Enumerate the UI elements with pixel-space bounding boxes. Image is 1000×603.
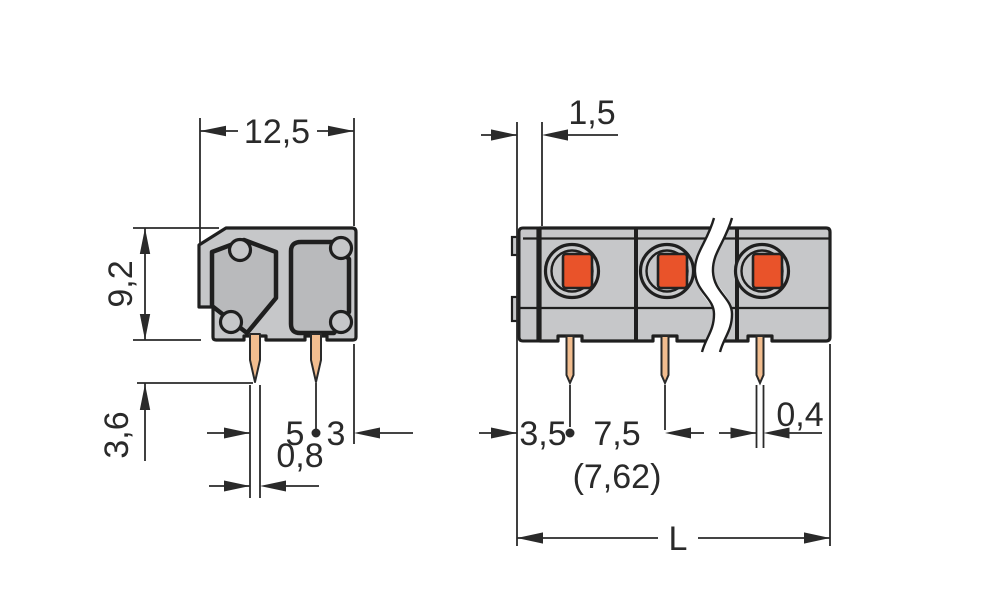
dim-body-height-label: 9,2 [102, 260, 140, 307]
dim-body-height: 9,2 [102, 227, 219, 341]
front-pin-2 [660, 335, 670, 386]
front-pin-3 [755, 335, 765, 386]
pushbutton-1 [561, 252, 594, 290]
side-hole-top-left [227, 237, 253, 263]
dim-pin-length-label: 3,6 [98, 411, 136, 458]
s-curve-break-icon-right [711, 217, 734, 353]
dim-center-dot [565, 428, 575, 438]
side-view [197, 226, 358, 383]
dim-pin-thickness-label: 0,4 [776, 396, 823, 434]
pushbutton-3 [751, 252, 784, 290]
dim-pin-spacing: 5 3 [207, 344, 413, 498]
side-hole-bottom-right [328, 309, 354, 335]
front-pin-1 [565, 335, 575, 386]
dim-total-length: L [517, 344, 831, 558]
dim-pin-offset-label: 3,5 [519, 415, 566, 453]
side-hole-top-right [328, 235, 354, 261]
dimensions: 12,5 9,2 3,6 5 [98, 94, 831, 558]
break-white-band [695, 215, 733, 355]
side-hole-bottom-left [218, 309, 244, 335]
dim-pin-thickness: 0,4 [719, 385, 824, 448]
dim-body-width-label: 12,5 [244, 113, 310, 151]
front-view [510, 215, 832, 386]
dim-pin-width-label: 0,8 [276, 437, 323, 475]
pushbutton-2 [656, 252, 689, 290]
dim-pin-pitch-alt-label: (7,62) [573, 458, 662, 496]
side-solder-pin-1 [249, 333, 261, 383]
dim-pin-width: 0,8 [209, 437, 324, 492]
side-solder-pin-2 [310, 333, 322, 383]
dim-pin-length: 3,6 [98, 382, 253, 461]
dim-pin-pitch-label: 7,5 [593, 415, 640, 453]
dim-pin-spacing-left-label: 5 [286, 415, 305, 453]
dim-end-wall: 1,5 [481, 94, 618, 546]
dim-pin-offset-and-pitch: 3,5 7,5 (7,62) [479, 385, 704, 496]
dim-pin-spacing-right-label: 3 [327, 415, 346, 453]
dim-end-wall-label: 1,5 [568, 94, 615, 132]
dim-total-length-label: L [669, 520, 688, 558]
side-panel-right [288, 239, 352, 336]
end-wall [517, 226, 542, 343]
dim-body-width: 12,5 [199, 113, 355, 243]
dim-center-dot [311, 428, 321, 438]
s-curve-break-icon-left [693, 217, 716, 353]
